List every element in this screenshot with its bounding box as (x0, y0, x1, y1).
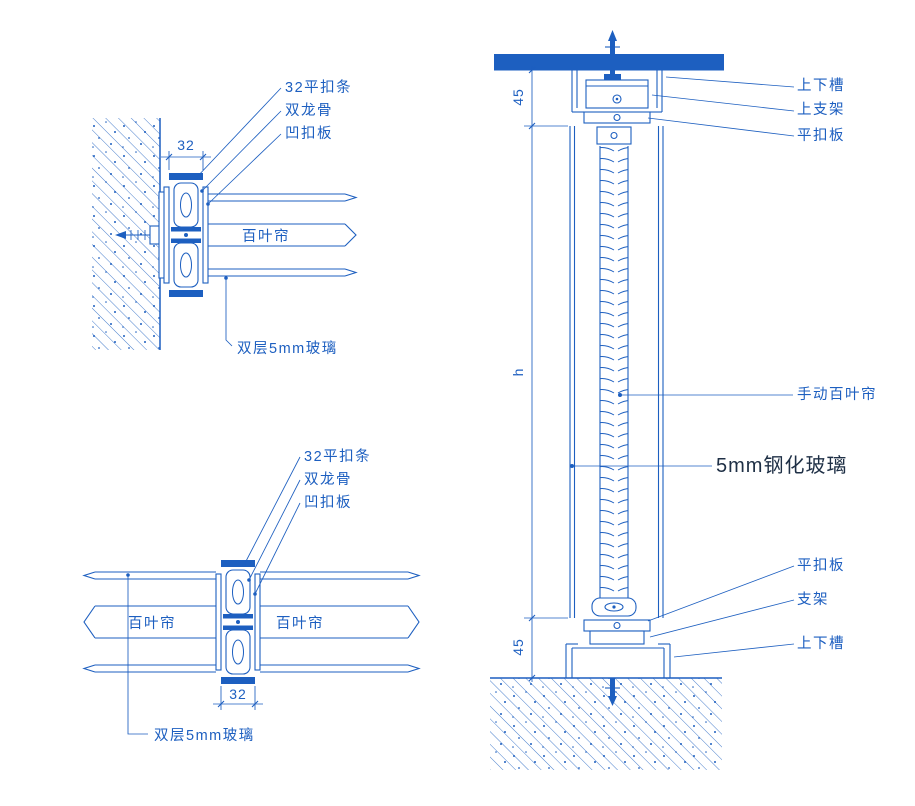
label-recessed-plate: 凹扣板 (285, 124, 333, 142)
bottom-anchor-icon (605, 678, 620, 706)
leader-line (651, 94, 795, 112)
bottom-flat-plate (583, 619, 651, 632)
top-channel (560, 69, 674, 113)
dim-h: h (510, 368, 526, 377)
leader-line (673, 643, 795, 658)
vertical-section: 45 h 45 上下槽 上支架 平扣板 手动百叶帘 5mm钢化玻璃 平扣板 支架… (490, 30, 877, 770)
label-flat-strip: 32平扣条 (304, 448, 371, 465)
leader-line (225, 279, 233, 347)
ceiling-slab (494, 54, 724, 70)
top-bracket (585, 79, 649, 109)
dimension-32-bottom: 32 (213, 686, 263, 710)
label-double-glass: 双层5mm玻璃 (237, 340, 338, 357)
break-symbol (407, 605, 420, 639)
break-symbol (83, 605, 96, 639)
label-bracket: 支架 (797, 591, 829, 608)
break-symbol (82, 571, 96, 580)
label-double-glass: 双层5mm玻璃 (154, 727, 255, 744)
floor-hatch (490, 677, 722, 770)
break-symbol (344, 223, 357, 247)
break-symbol (407, 664, 421, 673)
label-blind-left: 百叶帘 (128, 615, 176, 632)
top-flat-plate (583, 111, 651, 124)
leader-line (195, 87, 282, 179)
glass-lines (208, 193, 358, 277)
leader-line (647, 565, 795, 622)
tempered-glass-panes (569, 126, 664, 618)
leader-line (127, 576, 148, 735)
break-symbol (344, 193, 358, 202)
detail-panel-joint: 百叶帘 百叶帘 32平扣条 双龙骨 凹扣板 32 双层5mm玻璃 (82, 448, 421, 744)
label-top-plate: 平扣板 (797, 126, 845, 144)
break-symbol (407, 571, 421, 580)
leader-line (243, 456, 301, 566)
blind-header (596, 126, 632, 145)
label-recessed-plate: 凹扣板 (304, 493, 352, 511)
blind-coil (599, 146, 629, 598)
break-symbol (344, 268, 358, 277)
label-blind: 百叶帘 (242, 228, 290, 245)
leader-line (201, 110, 282, 192)
label-double-keel: 双龙骨 (285, 102, 333, 119)
leader-line (649, 599, 795, 638)
bottom-channel (565, 643, 671, 678)
dim-45-top: 45 (510, 88, 526, 106)
label-tempered-glass: 5mm钢化玻璃 (716, 454, 847, 477)
label-blind-right: 百叶帘 (276, 615, 324, 632)
dimension-chain: 45 h 45 (510, 66, 568, 682)
leader-line (207, 133, 282, 205)
leader-line (665, 76, 795, 88)
label-double-keel: 双龙骨 (304, 471, 352, 488)
dimension-32-top: 32 (161, 137, 211, 170)
detail-wall-connection: 32 32平扣条 双龙骨 凹扣板 百叶帘 双层5mm玻璃 (92, 79, 358, 357)
label-bottom-plate: 平扣板 (797, 556, 845, 574)
top-anchor-icon (604, 30, 621, 80)
dim-45-bottom: 45 (510, 638, 526, 656)
label-flat-strip: 32平扣条 (285, 79, 352, 96)
blind-bottom-rail (591, 597, 637, 617)
dim-32-label: 32 (177, 137, 195, 153)
label-manual-blind: 手动百叶帘 (797, 386, 877, 403)
leader-line (248, 479, 301, 581)
label-top-channel: 上下槽 (797, 77, 845, 94)
bottom-bracket (589, 630, 645, 645)
label-top-bracket: 上支架 (797, 101, 845, 118)
joint-mullion (215, 559, 261, 685)
label-bottom-channel: 上下槽 (797, 635, 845, 652)
leader-line (254, 502, 301, 595)
break-symbol (82, 664, 96, 673)
leader-line (647, 117, 795, 137)
dim-32-label: 32 (229, 686, 247, 702)
